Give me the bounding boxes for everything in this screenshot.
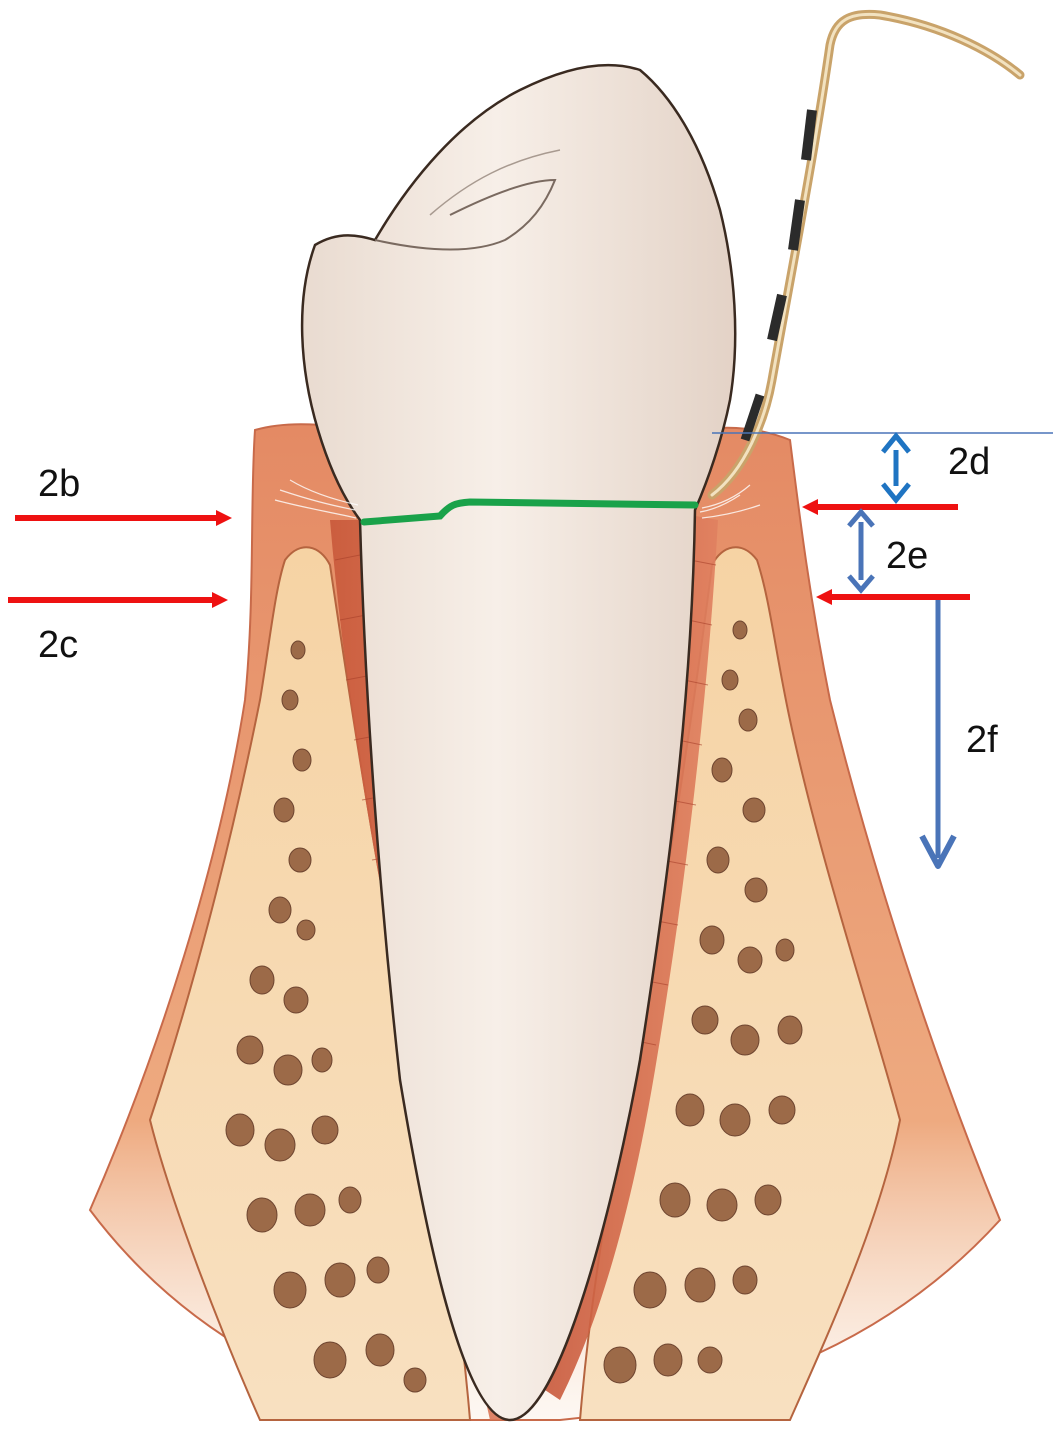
label-2e: 2e (886, 535, 928, 577)
arrow-2f (922, 600, 954, 866)
arrow-right-upper (802, 499, 958, 515)
label-2c: 2c (38, 624, 78, 666)
arrow-2c (8, 592, 228, 608)
periodontal-probe (712, 14, 1020, 495)
arrow-2e (849, 512, 873, 590)
label-2f: 2f (966, 719, 998, 761)
arrow-2b (15, 510, 232, 526)
label-2b: 2b (38, 463, 80, 505)
label-2d: 2d (948, 441, 990, 483)
arrow-right-lower (816, 589, 970, 605)
arrow-2d (883, 436, 909, 500)
